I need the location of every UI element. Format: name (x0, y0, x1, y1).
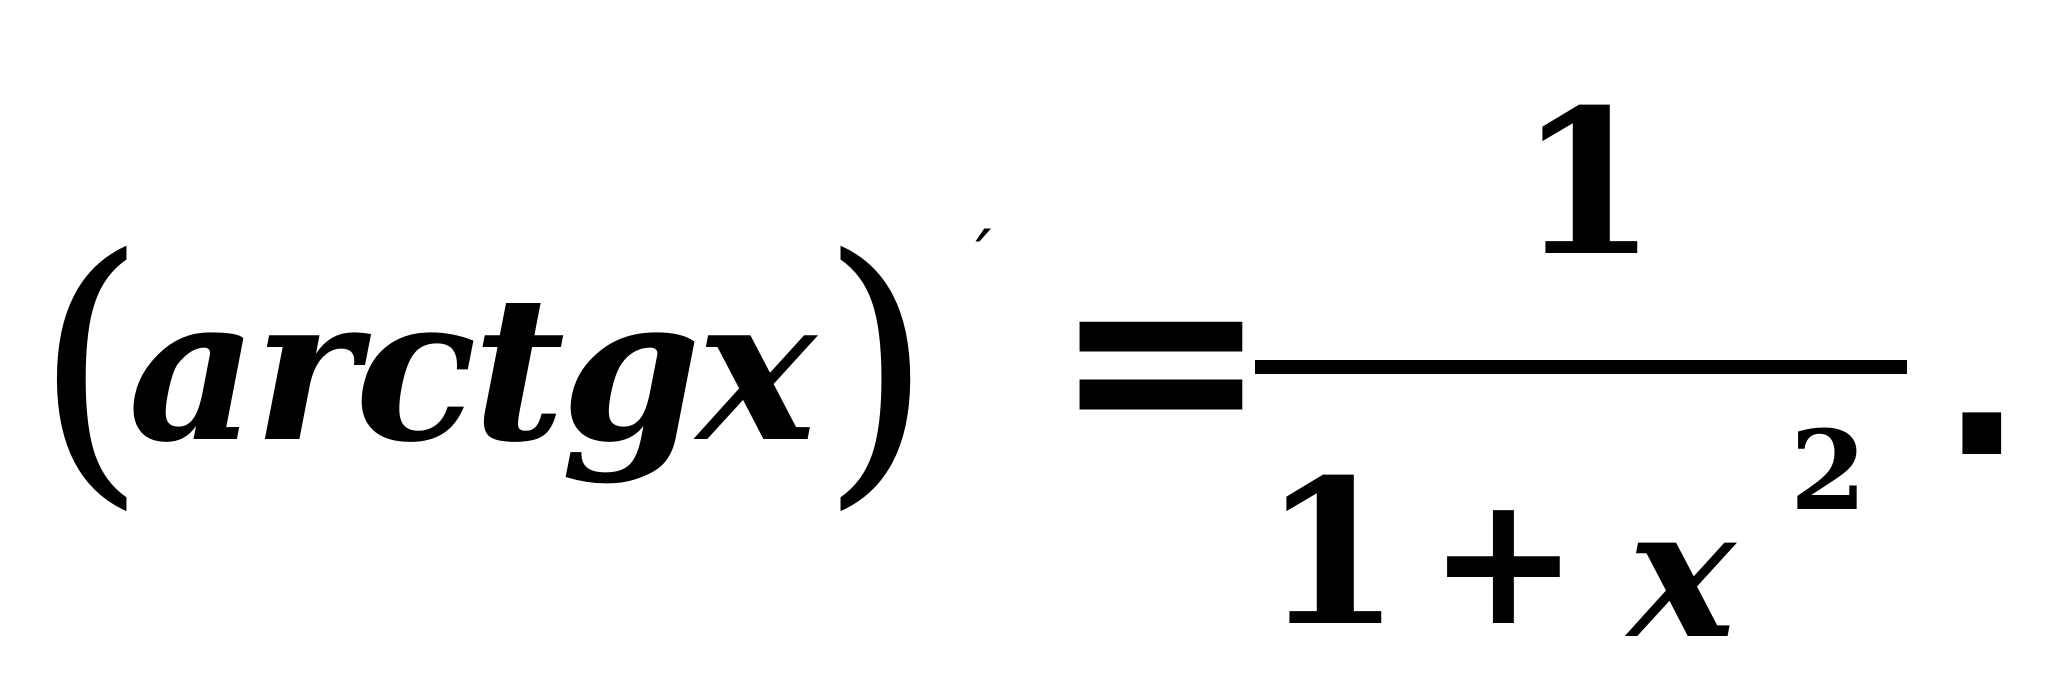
denominator-variable: x (1628, 468, 1736, 679)
denominator-one: 1 (1262, 436, 1402, 671)
fraction-bar (1255, 360, 1907, 374)
open-parenthesis: ( (34, 198, 148, 535)
function-name: arctgx (128, 252, 816, 487)
denominator-plus: + (1428, 457, 1579, 666)
close-parenthesis: ) (820, 198, 934, 535)
terminal-period: . (1940, 250, 2024, 506)
denominator-exponent: 2 (1790, 406, 1867, 535)
fraction-numerator: 1 (1518, 66, 1658, 301)
equals-sign: = (1052, 207, 1270, 509)
derivative-prime: ´ (962, 220, 997, 302)
